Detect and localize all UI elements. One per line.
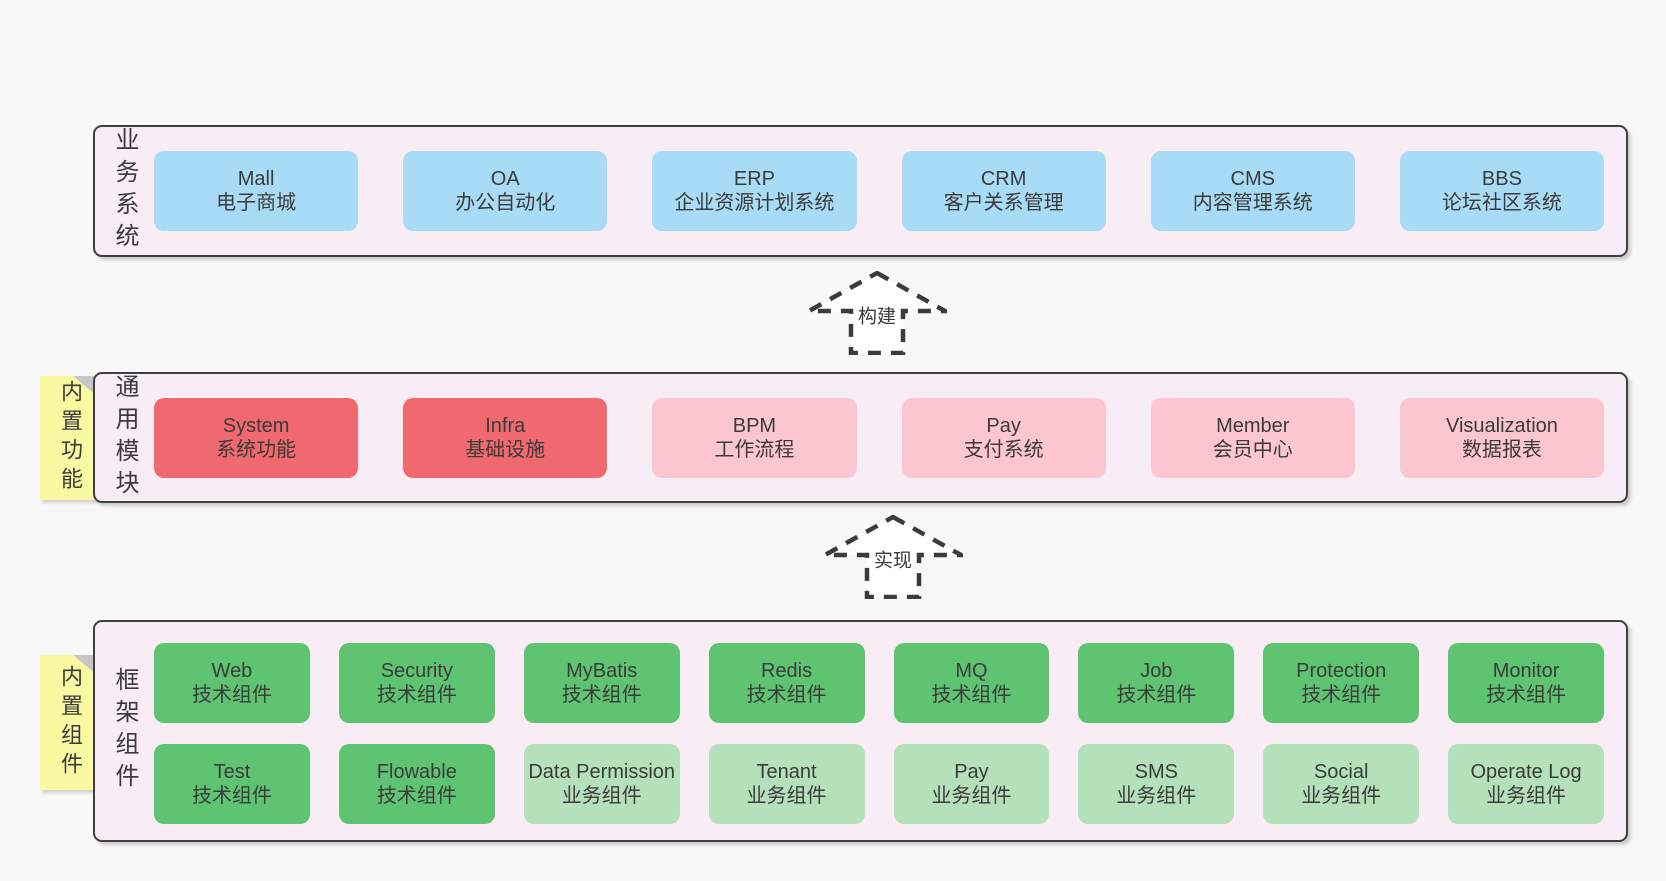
box-pay-biz: Pay 业务组件 bbox=[893, 744, 1050, 824]
box-protection: Protection 技术组件 bbox=[1263, 643, 1420, 723]
business-systems-layer: 业务系统 Mall 电子商城 OA 办公自动化 ERP 企业资源计划系统 CRM… bbox=[93, 125, 1628, 257]
box-pay: Pay 支付系统 bbox=[901, 397, 1106, 478]
layer-label-framework-components: 框架组件 bbox=[111, 667, 138, 795]
box-bpm: BPM 工作流程 bbox=[652, 397, 857, 478]
box-flowable: Flowable 技术组件 bbox=[338, 744, 495, 824]
common-modules-layer: 通用模块 System 系统功能 Infra 基础设施 BPM 工作流程 Pay… bbox=[93, 372, 1628, 503]
layer-label-business-systems: 业务系统 bbox=[111, 127, 138, 255]
framework-components-layer: 框架组件 Web 技术组件 Security 技术组件 MyBatis 技术组件… bbox=[93, 620, 1628, 842]
business-boxes-row: Mall 电子商城 OA 办公自动化 ERP 企业资源计划系统 CRM 客户关系… bbox=[154, 151, 1605, 231]
sticky-label: 内置功能 bbox=[58, 380, 83, 496]
box-operate-log: Operate Log 业务组件 bbox=[1448, 744, 1604, 824]
box-test: Test 技术组件 bbox=[154, 744, 310, 824]
box-crm: CRM 客户关系管理 bbox=[901, 151, 1106, 231]
layer-label-common-modules: 通用模块 bbox=[111, 373, 138, 502]
box-tenant: Tenant 业务组件 bbox=[708, 744, 865, 824]
box-mybatis: MyBatis 技术组件 bbox=[523, 643, 680, 723]
box-infra: Infra 基础设施 bbox=[403, 397, 608, 478]
modules-boxes-row: System 系统功能 Infra 基础设施 BPM 工作流程 Pay 支付系统… bbox=[154, 397, 1605, 478]
box-cms: CMS 内容管理系统 bbox=[1150, 151, 1355, 231]
framework-boxes-row-2: Test 技术组件 Flowable 技术组件 Data Permission … bbox=[154, 744, 1604, 824]
box-redis: Redis 技术组件 bbox=[708, 643, 865, 723]
box-data-permission: Data Permission 业务组件 bbox=[523, 744, 680, 824]
box-oa: OA 办公自动化 bbox=[403, 151, 608, 231]
framework-boxes-row-1: Web 技术组件 Security 技术组件 MyBatis 技术组件 Redi… bbox=[154, 643, 1604, 723]
box-system: System 系统功能 bbox=[154, 397, 359, 478]
box-member: Member 会员中心 bbox=[1150, 397, 1355, 478]
sticky-note-builtin-features: 内置功能 bbox=[40, 376, 97, 500]
sticky-label: 内置组件 bbox=[58, 664, 83, 781]
box-web: Web 技术组件 bbox=[154, 643, 310, 723]
build-arrow-label: 构建 bbox=[854, 300, 900, 330]
box-social: Social 业务组件 bbox=[1263, 744, 1420, 824]
sticky-note-builtin-components: 内置组件 bbox=[40, 655, 97, 790]
box-job: Job 技术组件 bbox=[1078, 643, 1235, 723]
box-bbs: BBS 论坛社区系统 bbox=[1399, 151, 1605, 231]
implement-arrow: 实现 bbox=[823, 515, 963, 599]
implement-arrow-label: 实现 bbox=[870, 544, 916, 574]
box-monitor: Monitor 技术组件 bbox=[1448, 643, 1604, 723]
box-security: Security 技术组件 bbox=[338, 643, 495, 723]
build-arrow: 构建 bbox=[807, 271, 947, 355]
box-mq: MQ 技术组件 bbox=[893, 643, 1050, 723]
box-sms: SMS 业务组件 bbox=[1078, 744, 1235, 824]
box-mall: Mall 电子商城 bbox=[154, 151, 359, 231]
box-erp: ERP 企业资源计划系统 bbox=[652, 151, 857, 231]
box-visualization: Visualization 数据报表 bbox=[1399, 397, 1605, 478]
